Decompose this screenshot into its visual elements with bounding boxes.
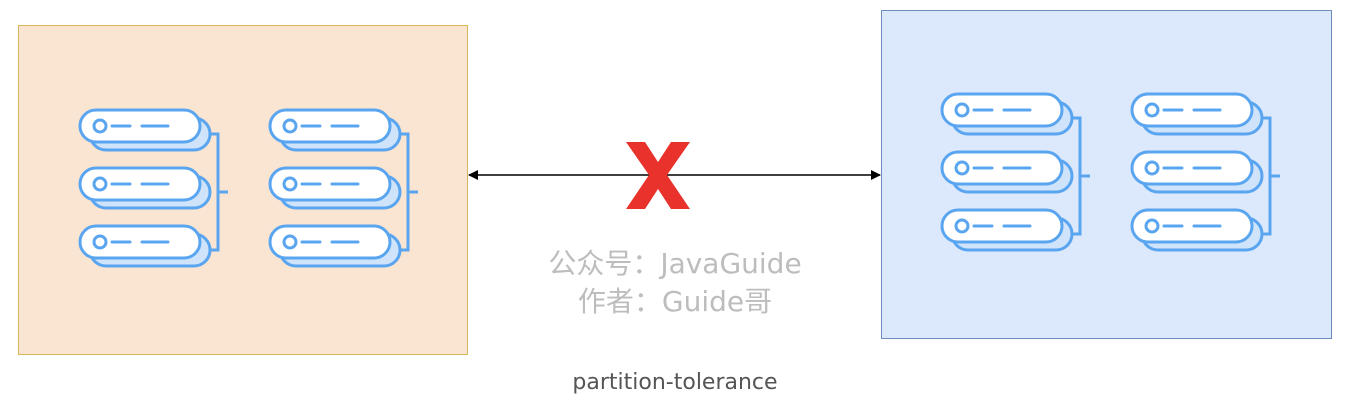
cluster-bracket	[1262, 116, 1280, 236]
server-icon	[940, 150, 1074, 194]
server-icon	[940, 92, 1074, 136]
server-cluster	[78, 108, 228, 268]
server-icon	[940, 208, 1074, 252]
server-icon	[268, 108, 402, 152]
server-icon	[1130, 92, 1264, 136]
partition-cross-icon	[626, 142, 690, 209]
server-cluster	[940, 92, 1090, 252]
server-icon	[1130, 150, 1264, 194]
cluster-bracket	[1072, 116, 1090, 236]
cluster-bracket	[400, 132, 418, 252]
cluster-bracket	[210, 132, 228, 252]
server-icon	[78, 108, 212, 152]
watermark-line-2: 作者：Guide哥	[577, 285, 773, 318]
server-icon	[268, 166, 402, 210]
server-icon	[78, 224, 212, 268]
server-cluster	[1130, 92, 1280, 252]
server-icon	[78, 166, 212, 210]
server-icon	[268, 224, 402, 268]
server-cluster	[268, 108, 418, 268]
watermark-line-1: 公众号：JavaGuide	[548, 247, 802, 280]
server-icon	[1130, 208, 1264, 252]
diagram-caption: partition-tolerance	[572, 370, 778, 395]
